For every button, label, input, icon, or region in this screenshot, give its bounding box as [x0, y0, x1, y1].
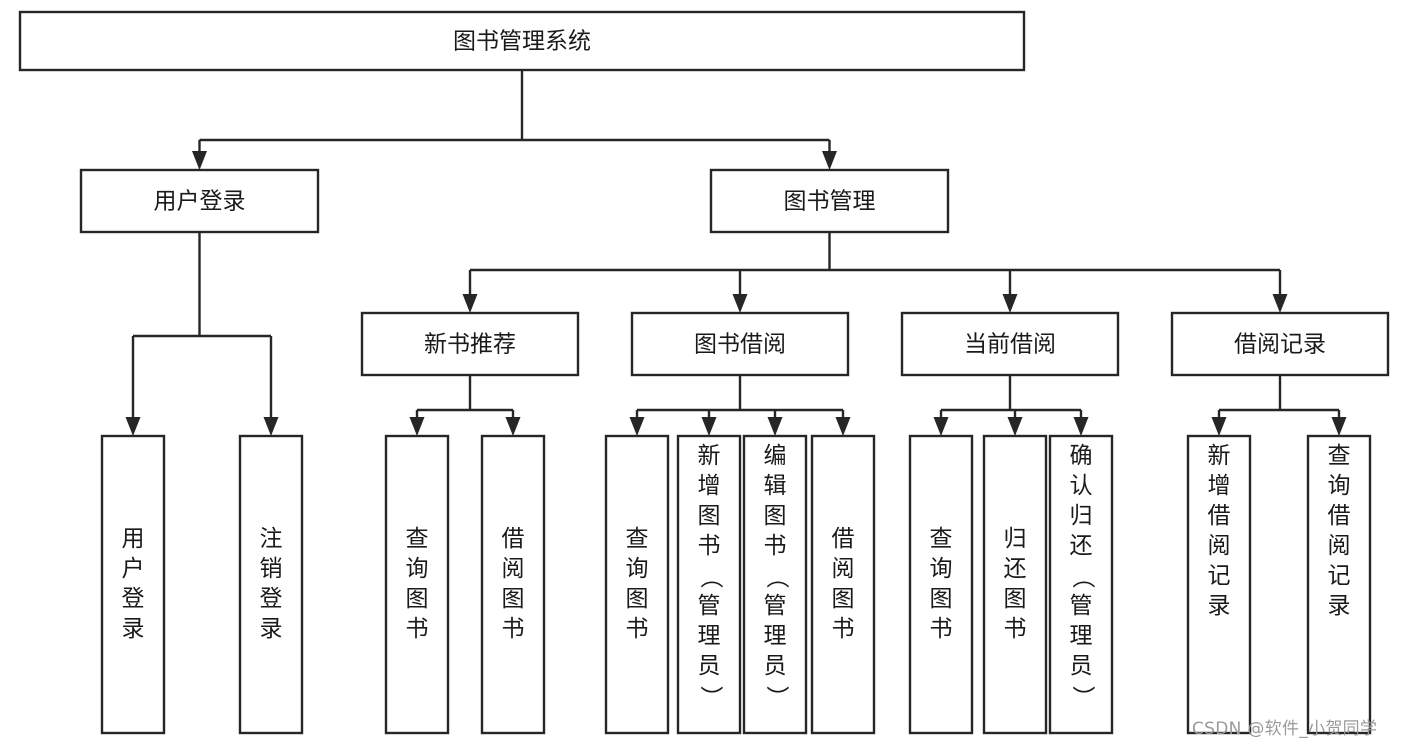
node-box-root[interactable]: [18, 10, 1026, 72]
node-label-book-borrow: 图书借阅: [694, 332, 786, 358]
node-box-leaf-return-book[interactable]: [982, 434, 1048, 735]
node-box-leaf-borrow-book-2[interactable]: [810, 434, 876, 735]
node-box-leaf-add-book[interactable]: [676, 434, 742, 735]
node-box-book-manage[interactable]: [709, 168, 950, 234]
node-box-leaf-edit-book[interactable]: [742, 434, 808, 735]
arrowhead-leaf-query-book-2: [629, 417, 645, 436]
arrowhead-leaf-user-login: [125, 417, 141, 436]
arrowhead-new-book-rec: [462, 294, 478, 313]
node-box-book-borrow[interactable]: [630, 311, 850, 377]
arrowhead-leaf-add-book: [701, 417, 717, 436]
boxes-layer: [18, 10, 1390, 735]
arrowhead-leaf-borrow-book-1: [505, 417, 521, 436]
node-box-user-login[interactable]: [79, 168, 320, 234]
node-box-leaf-borrow-book-1[interactable]: [480, 434, 546, 735]
node-box-leaf-add-borrow-record[interactable]: [1186, 434, 1252, 735]
arrowhead-book-borrow: [732, 294, 748, 313]
arrowhead-book-manage: [822, 151, 837, 170]
arrowhead-leaf-edit-book: [767, 417, 783, 436]
node-box-borrow-record[interactable]: [1170, 311, 1390, 377]
arrowhead-leaf-borrow-book-2: [835, 417, 851, 436]
arrowhead-user-login: [192, 151, 207, 170]
node-label-new-book-rec: 新书推荐: [424, 332, 516, 358]
arrowhead-current-borrow: [1002, 294, 1018, 313]
arrowhead-leaf-logout-login: [263, 417, 279, 436]
node-box-leaf-query-book-3[interactable]: [908, 434, 974, 735]
arrowhead-leaf-add-borrow-record: [1211, 417, 1227, 436]
node-label-borrow-record: 借阅记录: [1234, 332, 1326, 358]
node-box-leaf-logout-login[interactable]: [238, 434, 304, 735]
node-box-new-book-rec[interactable]: [360, 311, 580, 377]
node-box-leaf-query-book-2[interactable]: [604, 434, 670, 735]
arrowhead-leaf-return-book: [1007, 417, 1023, 436]
arrowhead-leaf-query-borrow-record: [1331, 417, 1347, 436]
connectors-layer: [125, 70, 1347, 436]
arrowhead-leaf-query-book-1: [409, 417, 425, 436]
node-label-book-manage: 图书管理: [784, 189, 876, 215]
csdn-watermark: CSDN @软件_小贺同学: [1192, 719, 1378, 739]
node-box-leaf-user-login[interactable]: [100, 434, 166, 735]
node-box-current-borrow[interactable]: [900, 311, 1120, 377]
arrowhead-leaf-confirm-return: [1073, 417, 1089, 436]
node-label-current-borrow: 当前借阅: [964, 332, 1056, 358]
node-box-leaf-query-borrow-record[interactable]: [1306, 434, 1372, 735]
arrowhead-borrow-record: [1272, 294, 1288, 313]
node-label-root: 图书管理系统: [453, 29, 591, 55]
node-box-leaf-confirm-return[interactable]: [1048, 434, 1114, 735]
arrowhead-leaf-query-book-3: [933, 417, 949, 436]
node-box-leaf-query-book-1[interactable]: [384, 434, 450, 735]
node-label-user-login: 用户登录: [154, 189, 246, 215]
